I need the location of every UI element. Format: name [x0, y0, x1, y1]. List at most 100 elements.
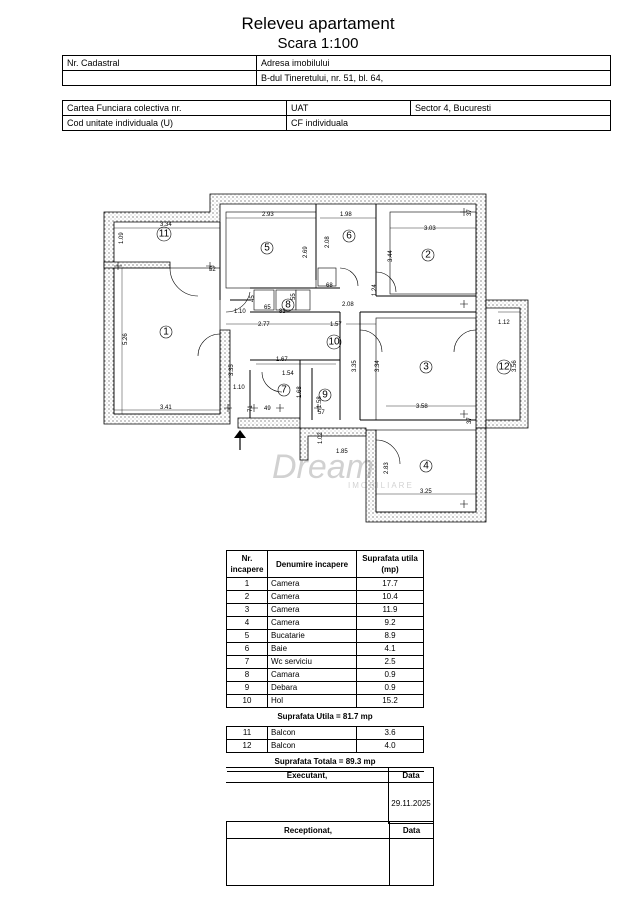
dim-102: 1.02 — [318, 432, 324, 444]
dim-283: 2.83 — [384, 462, 390, 474]
room-numbers: 1 2 3 4 5 6 7 8 9 10 11 12 — [156, 226, 512, 473]
dim-71: 71 — [248, 405, 254, 412]
receptionat-signature — [226, 838, 390, 886]
dim-198: 1.98 — [340, 212, 352, 218]
row-name: Wc serviciu — [267, 655, 357, 669]
row-name: Baie — [267, 642, 357, 656]
row-nr: 7 — [226, 655, 268, 669]
dim-37b: 37 — [467, 417, 473, 424]
uat-label: UAT — [286, 100, 411, 116]
row-name: Balcon — [267, 726, 357, 740]
dim-335b: 3.35 — [352, 360, 358, 372]
dim-208b: 2.08 — [342, 302, 354, 308]
reference-markers — [114, 208, 468, 508]
header-name: Denumire incapere — [267, 550, 357, 578]
row-area: 0.9 — [356, 681, 424, 695]
row-area: 2.5 — [356, 655, 424, 669]
room-number-9: 9 — [322, 390, 328, 401]
room-number-4: 4 — [423, 461, 429, 472]
row-nr: 2 — [226, 590, 268, 604]
row-name: Debara — [267, 681, 357, 695]
dim-334b: 3.34 — [375, 360, 381, 372]
room-number-3: 3 — [423, 362, 429, 373]
row-name: Camera — [267, 590, 357, 604]
dim-277: 2.77 — [258, 322, 270, 328]
watermark-subtext: IMOBILIARE — [348, 481, 414, 490]
room-number-11: 11 — [159, 229, 170, 240]
watermark-text: Dream — [272, 448, 374, 486]
row-area: 15.2 — [356, 694, 424, 708]
dim-52: 52 — [209, 267, 216, 273]
row-nr: 6 — [226, 642, 268, 656]
cf-collective-label: Cartea Funciara colectiva nr. — [62, 100, 287, 116]
door-swings — [169, 267, 477, 465]
row-name: Camera — [267, 577, 357, 591]
room-number-6: 6 — [346, 231, 352, 242]
dim-110b: 1.10 — [233, 385, 245, 391]
sector-value: Sector 4, Bucuresti — [410, 100, 611, 116]
row-name: Camara — [267, 668, 357, 682]
dim-269: 2.69 — [303, 246, 309, 258]
data-label-2: Data — [389, 821, 434, 839]
cadastral-value — [62, 70, 257, 86]
row-nr: 9 — [226, 681, 268, 695]
row-nr: 10 — [226, 694, 268, 708]
row-name: Camera — [267, 603, 357, 617]
dim-293: 2.93 — [262, 212, 274, 218]
dim-37a: 37 — [467, 209, 473, 216]
address-label: Adresa imobilului — [256, 55, 611, 71]
dim-358: 3.58 — [416, 404, 428, 410]
dim-344: 3.44 — [388, 250, 394, 262]
scale-label: Scara 1:100 — [277, 35, 359, 52]
row-area: 10.4 — [356, 590, 424, 604]
dim-185: 1.85 — [336, 449, 348, 455]
dimension-texts: 3.34 1.09 52 5.26 3.41 1.10 2.77 2.93 2.… — [119, 209, 518, 495]
dim-65: 65 — [264, 305, 271, 311]
cadastral-table: Nr. Cadastral Adresa imobilului B-dul Ti… — [62, 55, 611, 86]
fixtures — [253, 267, 337, 311]
receptionat-table: Receptionat, Data — [226, 821, 434, 886]
row-nr: 3 — [226, 603, 268, 617]
row-area: 17.7 — [356, 577, 424, 591]
dim-109: 1.09 — [119, 232, 125, 244]
dim-167: 1.67 — [276, 357, 288, 363]
room-number-2: 2 — [425, 250, 431, 261]
dim-341: 3.41 — [160, 405, 172, 411]
total-util: Suprafata Utila = 81.7 mp — [226, 707, 424, 727]
dim-157: 1.57 — [330, 322, 342, 328]
room-number-1: 1 — [163, 327, 169, 338]
dim-110a: 1.10 — [234, 309, 246, 315]
row-name: Balcon — [267, 739, 357, 753]
cod-label: Cod unitate individuala (U) — [62, 115, 287, 131]
cf-individual-label: CF individuala — [286, 115, 611, 131]
dim-325: 3.25 — [420, 489, 432, 495]
row-nr: 11 — [226, 726, 268, 740]
cf-table: Cartea Funciara colectiva nr. UAT Sector… — [62, 100, 611, 131]
room-number-8: 8 — [285, 300, 291, 311]
receptionat-label: Receptionat, — [226, 821, 390, 839]
dim-57: 57 — [318, 410, 325, 416]
header-nr: Nr. incapere — [226, 550, 268, 578]
dim-158: 1.58 — [317, 396, 323, 408]
executant-table: Executant, Data 29.11.2025 — [226, 767, 434, 824]
dim-356: 3.56 — [512, 360, 518, 372]
watermark-logo: Dream IMOBILIARE — [272, 448, 414, 490]
dim-112: 1.12 — [498, 320, 510, 326]
row-area: 4.0 — [356, 739, 424, 753]
room-number-5: 5 — [264, 243, 270, 254]
room-number-10: 10 — [328, 337, 340, 348]
row-area: 8.9 — [356, 629, 424, 643]
dimension-lines — [114, 217, 520, 495]
executant-signature — [226, 782, 389, 824]
dim-154: 1.54 — [282, 371, 294, 377]
row-area: 0.9 — [356, 668, 424, 682]
entrance-arrow-icon — [234, 430, 246, 450]
dim-45: 45 — [250, 295, 256, 302]
